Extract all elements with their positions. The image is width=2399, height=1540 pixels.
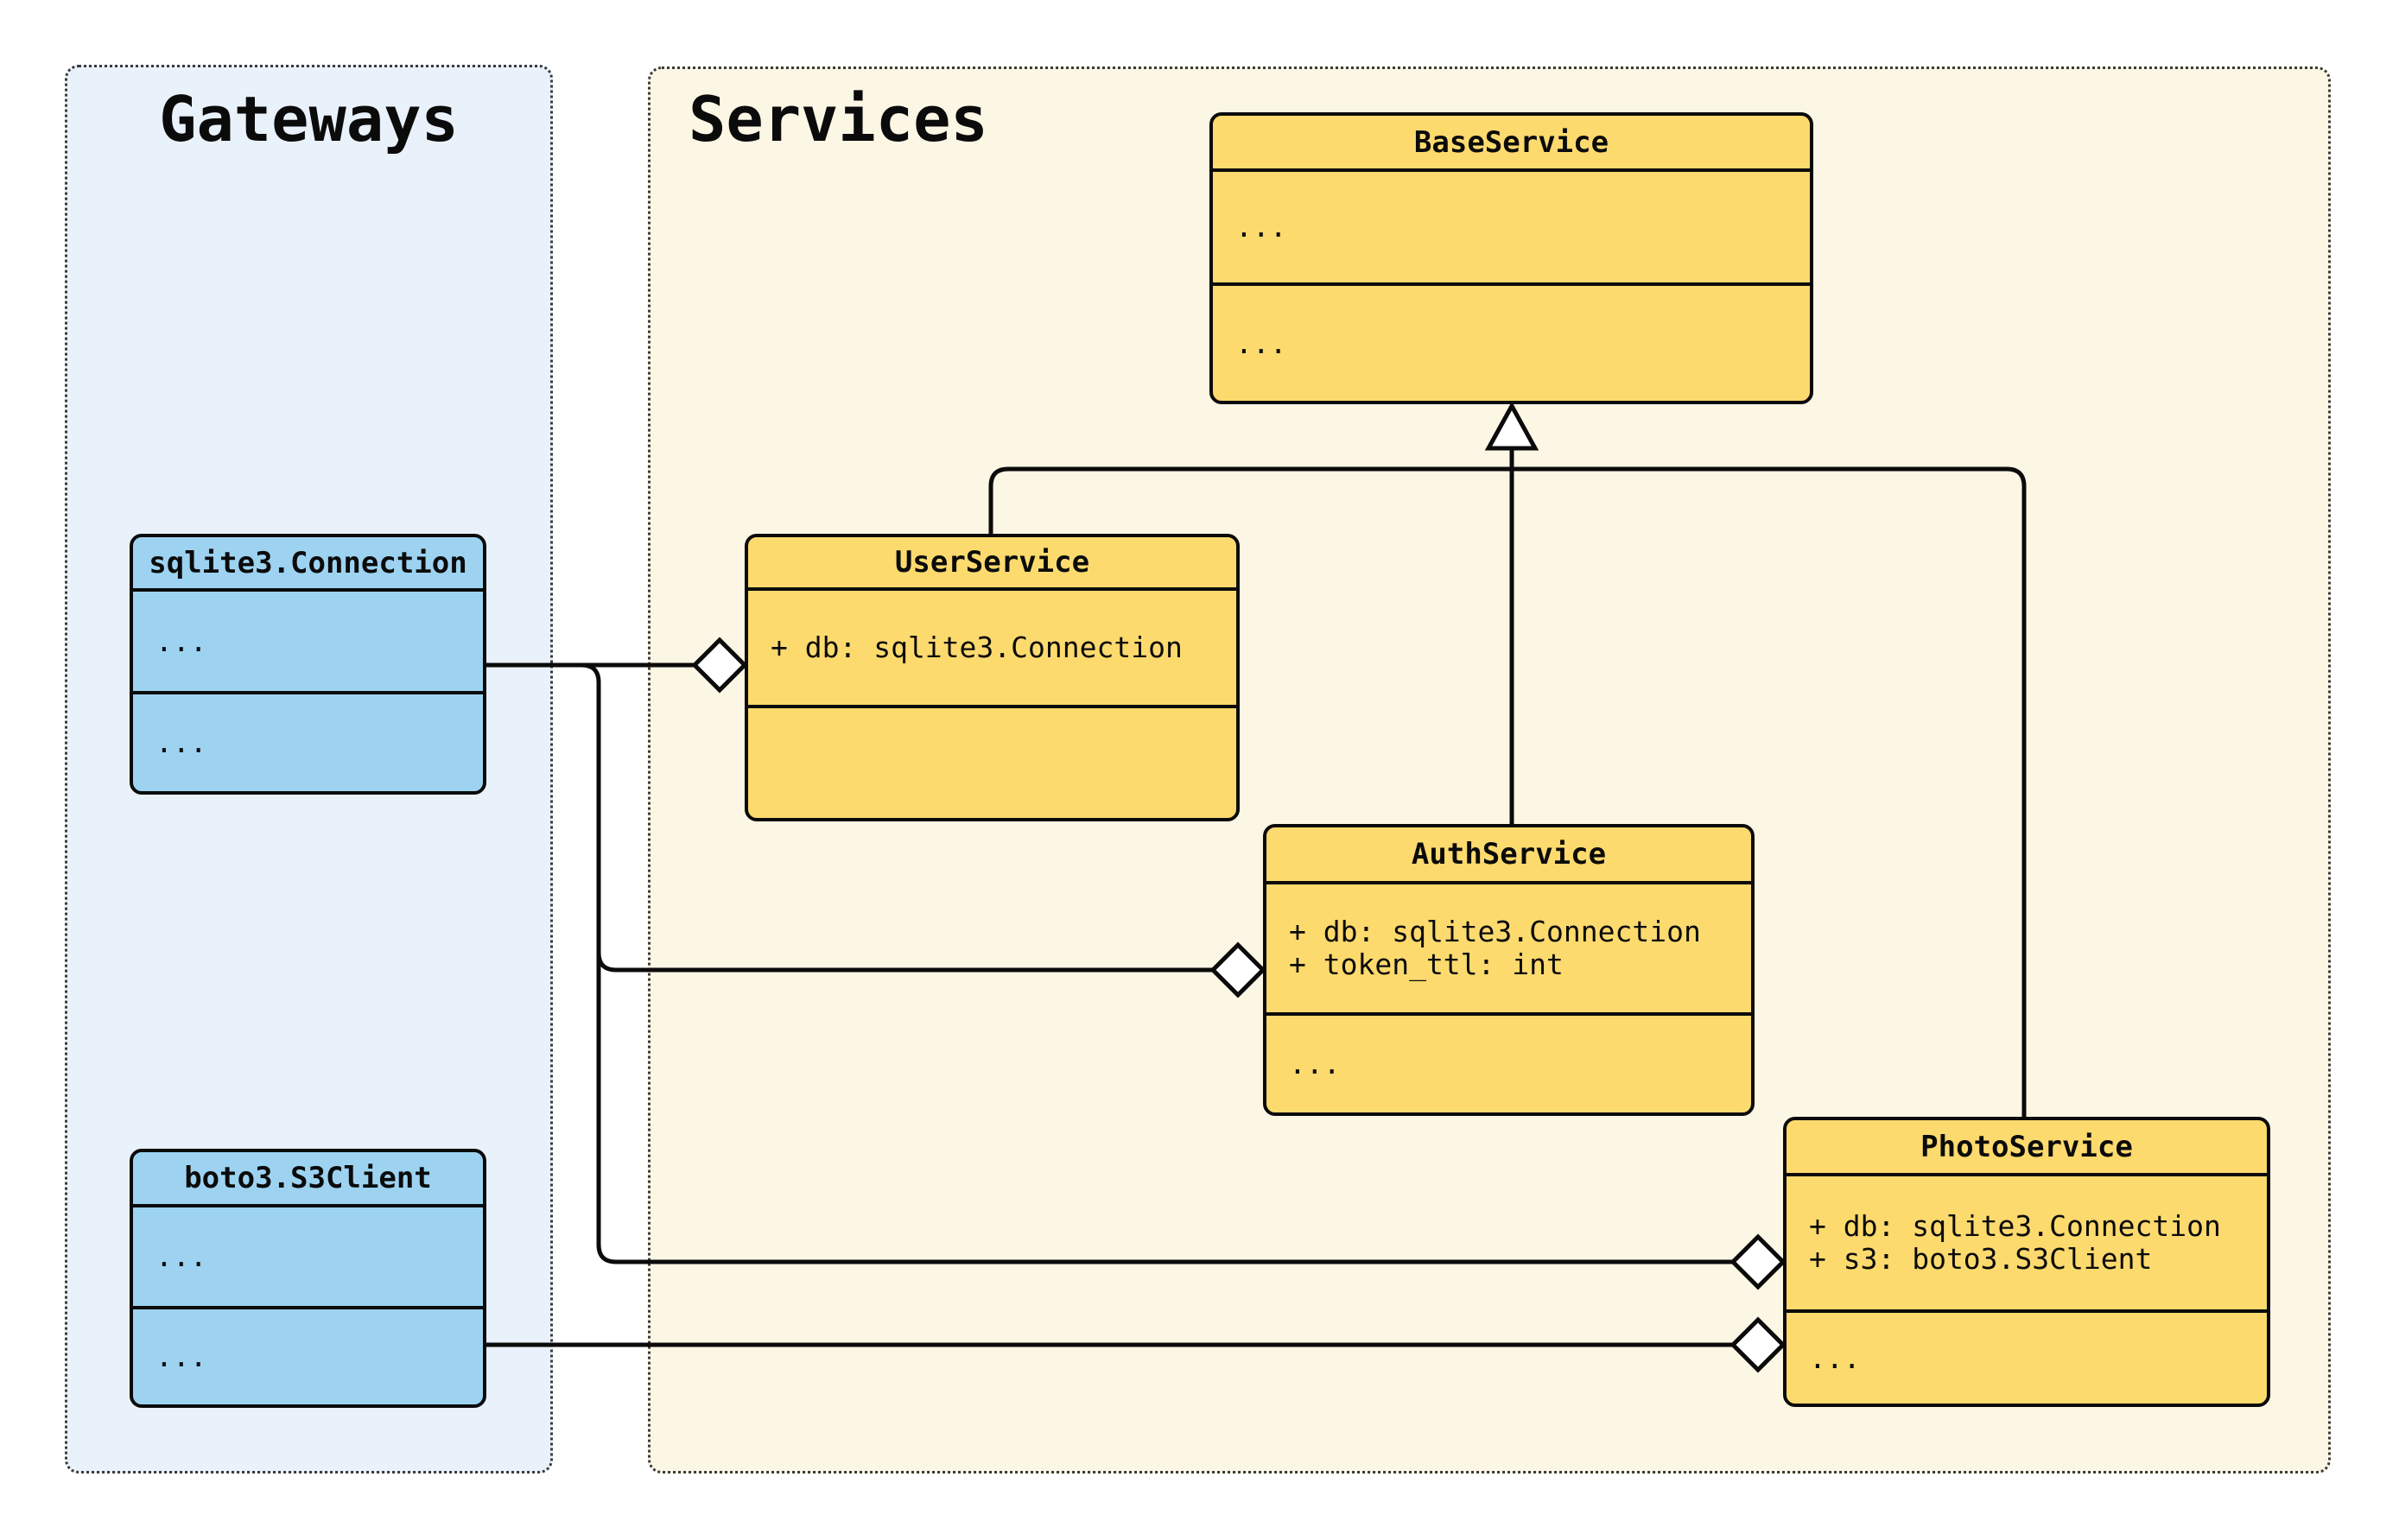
class-title: sqlite3.Connection — [133, 537, 483, 592]
attribute-row: + token_ttl: int — [1289, 947, 1564, 981]
class-title: PhotoService — [1787, 1120, 2267, 1176]
attribute-row: ... — [155, 1239, 207, 1273]
attribute-row: + db: sqlite3.Connection — [771, 631, 1183, 664]
gateways-panel-title: Gateways — [159, 83, 459, 155]
method-row: ... — [1289, 1047, 1341, 1081]
methods-section: ... — [1213, 286, 1810, 401]
methods-section: ... — [133, 694, 483, 791]
class-box-boto3-s3client: boto3.S3Client ... ... — [130, 1149, 486, 1408]
class-title: boto3.S3Client — [133, 1152, 483, 1207]
class-box-baseservice: BaseService ... ... — [1209, 112, 1813, 404]
class-box-sqlite3-connection: sqlite3.Connection ... ... — [130, 534, 486, 795]
class-title: BaseService — [1213, 116, 1810, 172]
method-row: ... — [1809, 1340, 1861, 1375]
class-title: UserService — [748, 537, 1236, 591]
methods-section: ... — [133, 1309, 483, 1404]
method-row: ... — [155, 1340, 207, 1373]
class-box-authservice: AuthService + db: sqlite3.Connection + t… — [1263, 824, 1755, 1116]
class-title: AuthService — [1266, 827, 1751, 884]
methods-section: ... — [1787, 1313, 2267, 1404]
attribute-row: ... — [155, 624, 207, 658]
services-panel-title: Services — [689, 83, 988, 155]
attribute-row: + db: sqlite3.Connection — [1809, 1209, 2221, 1243]
attribute-row: + db: sqlite3.Connection — [1289, 915, 1701, 948]
class-box-userservice: UserService + db: sqlite3.Connection — [745, 534, 1240, 821]
methods-section — [748, 708, 1236, 818]
methods-section: ... — [1266, 1016, 1751, 1112]
attributes-section: + db: sqlite3.Connection + token_ttl: in… — [1266, 884, 1751, 1016]
class-box-photoservice: PhotoService + db: sqlite3.Connection + … — [1783, 1117, 2270, 1407]
attributes-section: + db: sqlite3.Connection + s3: boto3.S3C… — [1787, 1176, 2267, 1313]
attribute-row: ... — [1235, 210, 1287, 244]
method-row: ... — [1235, 326, 1287, 360]
attributes-section: ... — [133, 1207, 483, 1309]
attributes-section: ... — [1213, 172, 1810, 286]
method-row: ... — [155, 726, 207, 759]
attributes-section: ... — [133, 592, 483, 694]
attribute-row: + s3: boto3.S3Client — [1809, 1242, 2153, 1276]
attributes-section: + db: sqlite3.Connection — [748, 591, 1236, 708]
